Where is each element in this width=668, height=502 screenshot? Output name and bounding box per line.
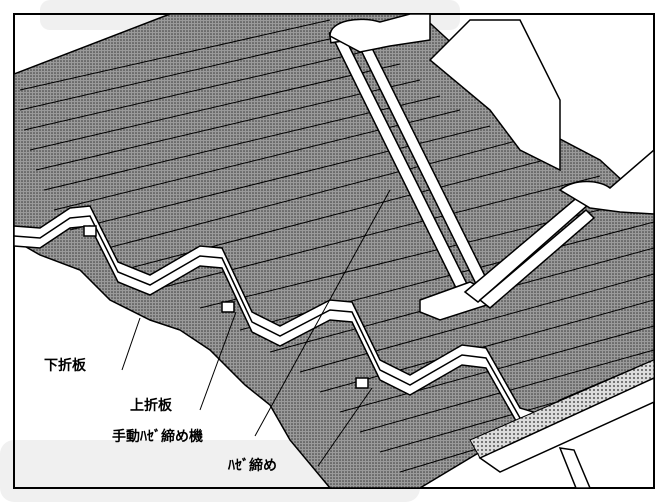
gutter-mesh: [469, 359, 654, 459]
label-seam: ﾊｾﾞ締め: [227, 457, 277, 474]
label-upper-panel: 上折板: [130, 397, 173, 414]
downspout: [558, 447, 591, 488]
label-lower-panel: 下折板: [44, 357, 87, 374]
label-hand-seamer: 手動ﾊｾﾞ締め機: [112, 428, 203, 445]
gutter: [478, 377, 654, 473]
worker-hand-lower: [558, 149, 654, 215]
leader-lines: [121, 189, 391, 467]
folded-edge: [14, 205, 561, 442]
worker-leg: [428, 19, 561, 172]
worker-hand-upper: [329, 14, 431, 53]
